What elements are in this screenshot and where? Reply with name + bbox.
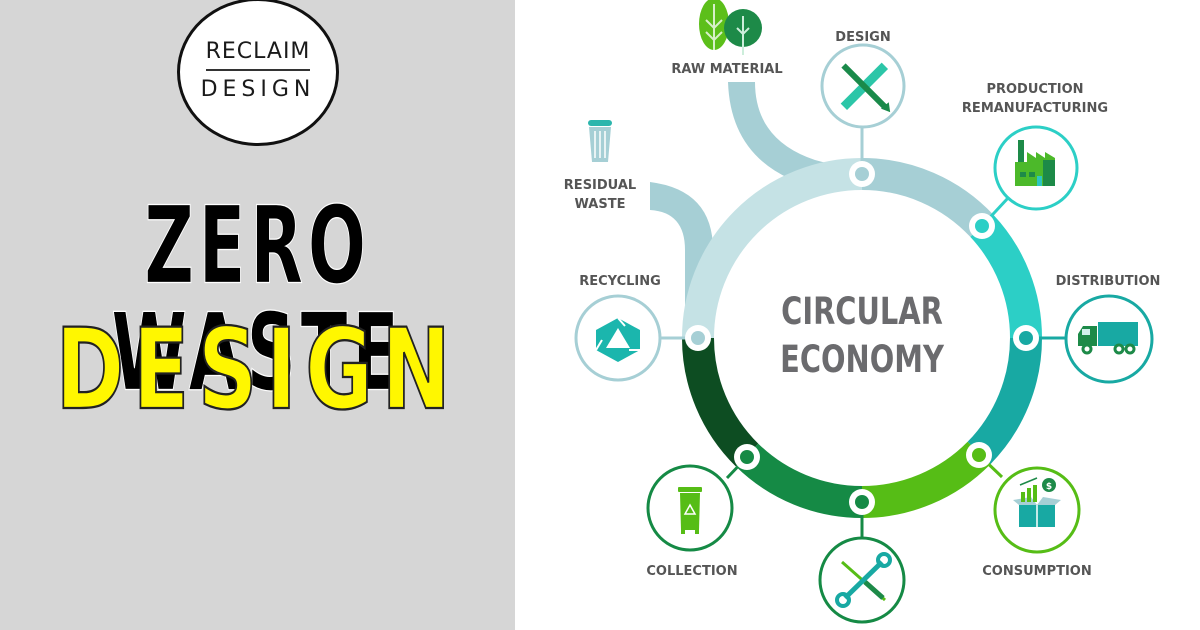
- circular-economy-diagram: $ RAW MATERIAL RESIDUAL WASTE DESIGN: [515, 0, 1200, 630]
- center-title-line2: ECONOMY: [780, 338, 944, 381]
- recycle-bin-icon: [678, 487, 702, 534]
- ring-segment-design: [861, 157, 994, 238]
- headline-zero-waste: ZERO WASTE: [111, 182, 404, 416]
- wrench-screwdriver-icon: [835, 552, 892, 608]
- trash-bin-icon: [588, 120, 612, 162]
- ring-segment-consumption: [861, 441, 991, 519]
- label-recycling: RECYCLING: [579, 274, 661, 289]
- label-consumption: CONSUMPTION: [982, 564, 1092, 579]
- label-production-line1: PRODUCTION: [986, 82, 1084, 97]
- label-distribution: DISTRIBUTION: [1055, 274, 1161, 289]
- reclaim-design-logo: RECLAIM DESIGN: [177, 0, 339, 146]
- logo-text-design: DESIGN: [200, 77, 316, 102]
- trees-icon: [699, 0, 762, 55]
- label-collection: COLLECTION: [646, 564, 738, 579]
- label-production-line2: REMANUFACTURING: [961, 101, 1109, 116]
- headline-design: DESIGN: [55, 304, 460, 435]
- shopping-box-chart-icon: $: [1013, 477, 1061, 527]
- logo-text-reclaim: RECLAIM: [205, 39, 311, 64]
- center-title: CIRCULAR ECONOMY: [771, 288, 954, 384]
- ring-segment-pale: [682, 158, 863, 339]
- label-residual-waste-line2: WASTE: [574, 197, 626, 212]
- left-title-panel: RECLAIM DESIGN ZERO WASTE DESIGN: [0, 0, 515, 630]
- center-title-line1: CIRCULAR: [781, 290, 943, 333]
- label-residual-waste: RESIDUAL WASTE: [555, 176, 645, 214]
- label-residual-waste-line1: RESIDUAL: [563, 178, 637, 193]
- truck-icon: [1078, 322, 1138, 355]
- pencil-ruler-icon: [840, 62, 891, 113]
- diagram-graphics: $: [574, 0, 1154, 624]
- logo-divider: [206, 69, 310, 71]
- factory-icon: [1015, 140, 1055, 186]
- label-raw-material: RAW MATERIAL: [671, 62, 783, 77]
- ring-segment-collection: [681, 337, 759, 467]
- label-production: PRODUCTION REMANUFACTURING: [951, 80, 1119, 118]
- raw-material-flow-arm: [728, 82, 860, 190]
- ring-segment-distribution: [967, 337, 1043, 465]
- recycle-icon: [595, 317, 640, 362]
- svg-text:$: $: [1046, 482, 1052, 492]
- ring-segment-production: [970, 215, 1043, 339]
- label-design: DESIGN: [835, 30, 891, 45]
- ring-segment-repair: [735, 443, 863, 519]
